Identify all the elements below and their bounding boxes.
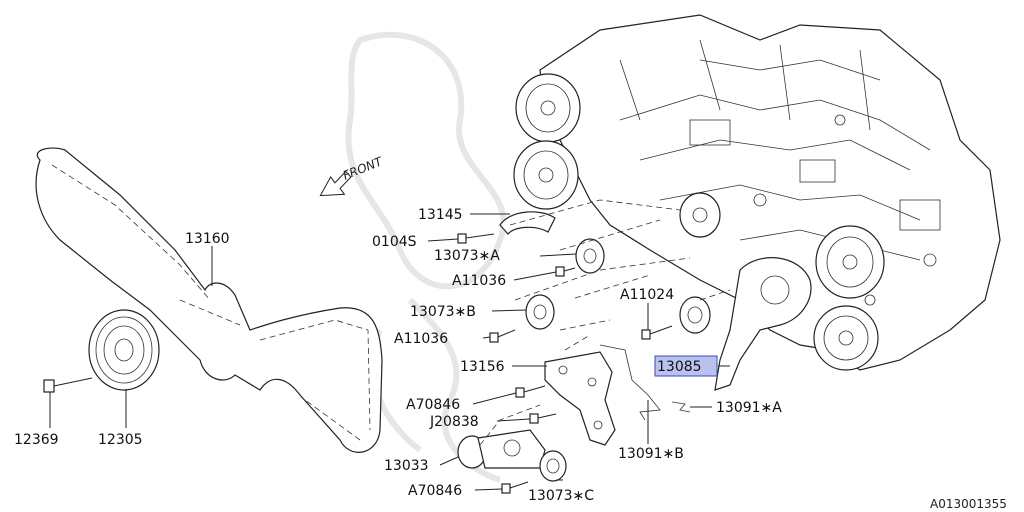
front-label: FRONT (341, 154, 386, 183)
leader-lines (49, 213, 730, 491)
crank-bolt (43, 377, 93, 393)
catalog-id: A013001355 (930, 497, 1007, 511)
label-13033[interactable]: 13033 (384, 458, 429, 474)
label-j20838[interactable]: J20838 (429, 414, 479, 430)
highlight-box-13085 (654, 355, 718, 377)
belt-cover-bracket-13145 (499, 211, 556, 235)
label-a70846a[interactable]: A70846 (406, 397, 460, 413)
idler-13073a (575, 238, 605, 274)
timing-belt (35, 147, 383, 453)
idler-13085 (679, 296, 711, 334)
label-0104s[interactable]: 0104S (372, 234, 417, 250)
bolt-a11036b (489, 329, 516, 343)
label-13073a[interactable]: 13073∗A (434, 248, 500, 264)
cam-sprocket-lower-right (813, 305, 879, 371)
tensioner-13033 (457, 429, 546, 469)
label-13145[interactable]: 13145 (418, 207, 463, 223)
label-13091b[interactable]: 13091∗B (618, 446, 684, 462)
tensioner-bracket-13156 (544, 351, 616, 446)
idler-13073b (525, 294, 555, 330)
bolt-a70846b (501, 481, 529, 494)
crank-pulley (88, 309, 160, 391)
idler-13073c (539, 450, 567, 482)
clip-13091a (671, 401, 691, 413)
spring-13091b (599, 344, 661, 421)
bolt-a11036a (555, 266, 576, 277)
cam-sprocket-upper-left (515, 73, 581, 143)
alignment-dash-lines (179, 199, 731, 446)
label-13156[interactable]: 13156 (460, 359, 505, 375)
bolt-a70846a (515, 385, 546, 398)
cam-sprocket-lower-left (513, 140, 579, 210)
label-a70846b[interactable]: A70846 (408, 483, 462, 499)
label-13160[interactable]: 13160 (185, 231, 230, 247)
bolt-j20838 (529, 413, 557, 424)
label-a11036a[interactable]: A11036 (452, 273, 506, 289)
cam-sprocket-upper-right (815, 225, 885, 299)
label-13091a[interactable]: 13091∗A (716, 400, 782, 416)
label-a11024[interactable]: A11024 (620, 287, 674, 303)
label-13073c[interactable]: 13073∗C (528, 488, 594, 504)
label-12369[interactable]: 12369 (14, 432, 59, 448)
label-13085[interactable]: 13085 (657, 359, 702, 375)
label-a11036b[interactable]: A11036 (394, 331, 448, 347)
bolt-a11024 (641, 325, 673, 340)
bolt-0104s (457, 233, 495, 244)
crank-sprocket (679, 192, 721, 238)
label-13073b[interactable]: 13073∗B (410, 304, 476, 320)
water-pump (714, 257, 812, 391)
label-12305[interactable]: 12305 (98, 432, 143, 448)
